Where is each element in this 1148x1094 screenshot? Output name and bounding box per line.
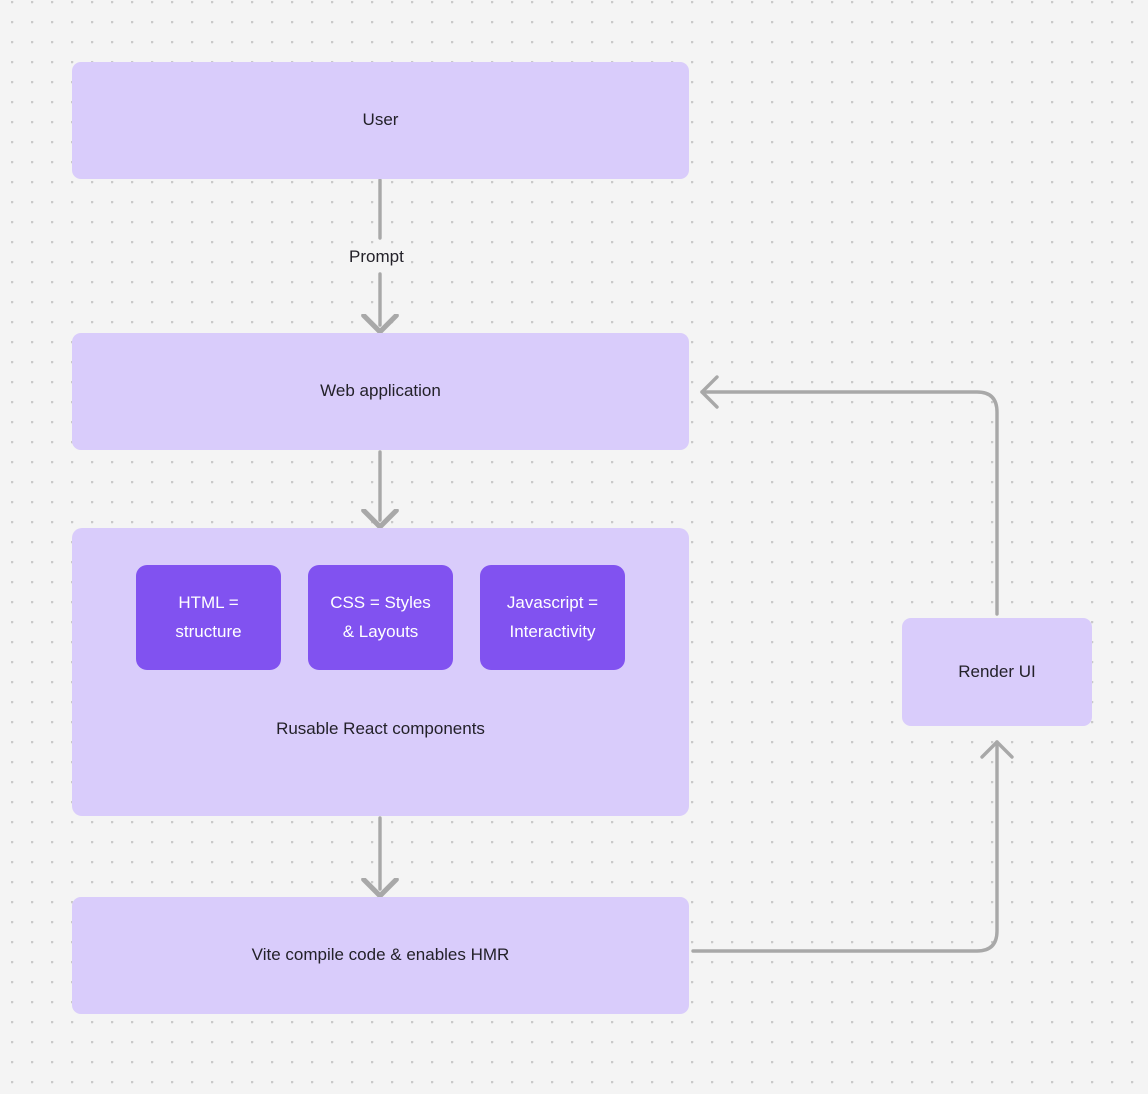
node-user-label: User	[362, 110, 399, 130]
node-web-application[interactable]: Web application	[72, 333, 689, 450]
node-vite[interactable]: Vite compile code & enables HMR	[72, 897, 689, 1014]
chip-row: HTML = structure CSS = Styles & Layouts …	[72, 565, 689, 670]
chip-javascript[interactable]: Javascript = Interactivity	[480, 565, 625, 670]
edge-vite-to-render	[691, 740, 1014, 953]
edge-label-prompt: Prompt	[344, 246, 409, 268]
node-web-application-label: Web application	[320, 381, 441, 401]
node-vite-label: Vite compile code & enables HMR	[251, 945, 510, 965]
chip-javascript-label: Javascript = Interactivity	[506, 592, 599, 641]
chip-html-label: HTML = structure	[175, 592, 242, 641]
chip-css-label: CSS = Styles & Layouts	[330, 592, 431, 641]
node-render-ui-label: Render UI	[958, 661, 1036, 681]
node-user[interactable]: User	[72, 62, 689, 179]
chip-css[interactable]: CSS = Styles & Layouts	[308, 565, 453, 670]
node-react-components[interactable]: HTML = structure CSS = Styles & Layouts …	[72, 528, 689, 816]
chip-html[interactable]: HTML = structure	[136, 565, 281, 670]
node-render-ui[interactable]: Render UI	[902, 618, 1092, 726]
edge-render-to-webapp	[700, 375, 999, 616]
node-react-components-caption: Rusable React components	[276, 719, 485, 738]
